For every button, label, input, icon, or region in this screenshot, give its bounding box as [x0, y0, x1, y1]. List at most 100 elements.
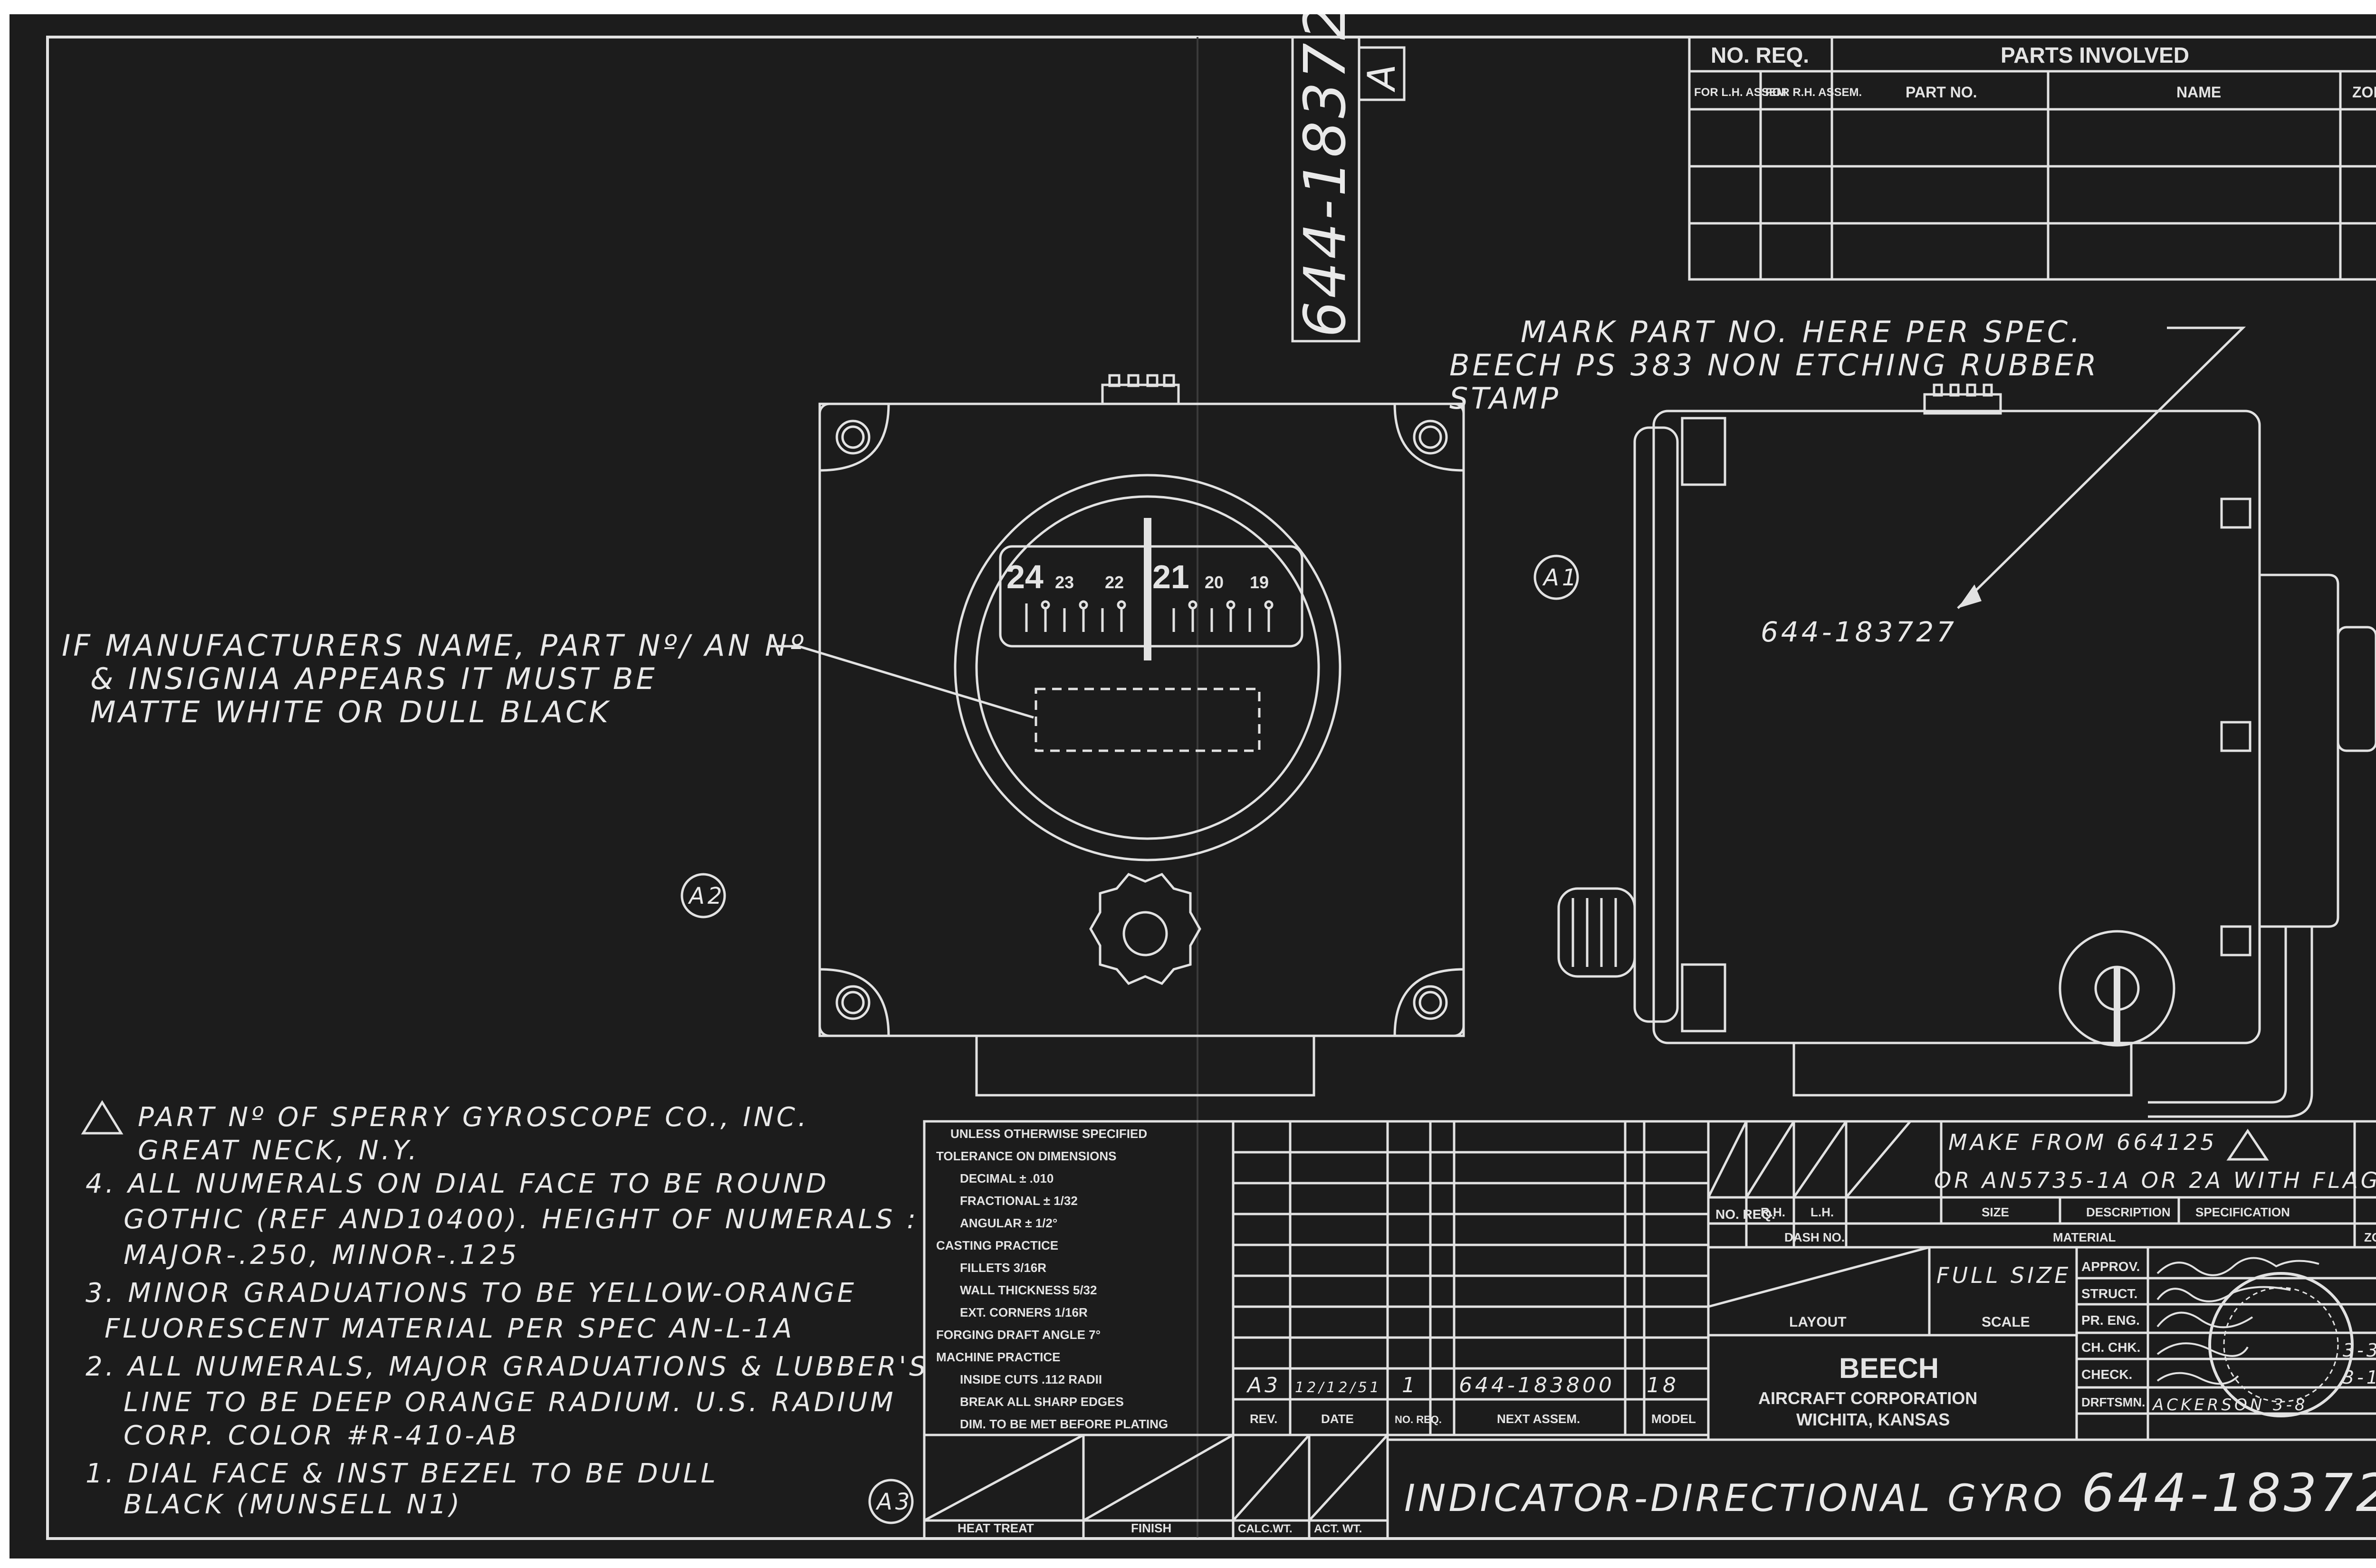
calc-wt-label: CALC.WT.: [1238, 1522, 1293, 1535]
mat-h-specification: SPECIFICATION: [2195, 1205, 2290, 1219]
tolerance-notes: UNLESS OTHERWISE SPECIFIED TOLERANCE ON …: [936, 1127, 1168, 1431]
manufacturer-line-2: & INSIGNIA APPEARS IT MUST BE: [90, 661, 658, 696]
tol-line-9: EXT. CORNERS 1/16R: [960, 1305, 1088, 1319]
approval-label-drftsmn: DRFTSMN.: [2081, 1395, 2145, 1409]
h-date: DATE: [1321, 1412, 1354, 1426]
make-from-line-1: MAKE FROM 664125: [1948, 1129, 2217, 1155]
make-from-line-2: OR AN5735-1A OR 2A WITH FLAG: [1934, 1167, 2376, 1193]
parts-involved-table: [1688, 36, 2376, 281]
h-next-assem: NEXT ASSEM.: [1497, 1412, 1580, 1426]
dial-numeral-20: 20: [1205, 573, 1224, 592]
approval-signature-struct: [2156, 1286, 2291, 1302]
ref-bubble-a3: [868, 1479, 914, 1524]
approval-signature-pr-eng: [2156, 1311, 2253, 1329]
approval-signature-approv: [2156, 1257, 2319, 1276]
no-req-header: NO. REQ.: [1711, 43, 1809, 67]
tol-line-10: FORGING DRAFT ANGLE 7°: [936, 1328, 1101, 1342]
approval-date-ch-chk: 3-30-: [2343, 1340, 2376, 1361]
front-view: [818, 374, 1465, 1097]
mark-part-line-1: MARK PART NO. HERE PER SPEC.: [1521, 315, 2083, 349]
approval-stamp-seal: [2208, 1272, 2354, 1417]
rev-flag-triangle: [2226, 1128, 2269, 1161]
tol-line-14: DIM. TO BE MET BEFORE PLATING: [960, 1417, 1168, 1431]
manufacturer-line-3: MATTE WHITE OR DULL BLACK: [90, 695, 611, 729]
approval-label-approv: APPROV.: [2081, 1259, 2140, 1274]
approval-label-struct: STRUCT.: [2081, 1286, 2137, 1301]
dial-numeral-22: 22: [1105, 573, 1124, 592]
col-for-lh: FOR L.H. ASSEM.: [1694, 86, 1789, 99]
tol-line-12: INSIDE CUTS .112 RADII: [960, 1372, 1102, 1386]
ref-a3-label: A3: [875, 1489, 912, 1515]
drawing-title: INDICATOR-DIRECTIONAL GYRO: [1404, 1477, 2065, 1520]
h-rev: REV.: [1250, 1412, 1277, 1426]
number-strip: 644-183727 A: [1291, 14, 1406, 343]
company-line-3: WICHITA, KANSAS: [1796, 1410, 1950, 1429]
parts-involved-header: PARTS INVOLVED: [2001, 43, 2189, 67]
tol-line-5: ANGULAR ± 1/2°: [960, 1216, 1057, 1230]
company-line-2: AIRCRAFT CORPORATION: [1758, 1388, 1977, 1408]
dial-numeral-24: 24: [1006, 558, 1044, 595]
dial-graduations: [1025, 600, 1274, 632]
tol-line-3: DECIMAL ± .010: [960, 1171, 1054, 1186]
note-3-line-1: 3. MINOR GRADUATIONS TO BE YELLOW-ORANGE: [86, 1278, 857, 1309]
mat-h-dash-no: DASH NO.: [1784, 1230, 1845, 1244]
model-value: 18: [1647, 1373, 1679, 1397]
rev-value: A3: [1246, 1373, 1281, 1397]
mark-part-line-3: STAMP: [1449, 381, 1561, 416]
tol-line-4: FRACTIONAL ± 1/32: [960, 1194, 1078, 1208]
approval-label-ch-chk: CH. CHK.: [2081, 1340, 2140, 1355]
note-2-line-2: LINE TO BE DEEP ORANGE RADIUM. U.S. RADI…: [124, 1387, 896, 1418]
note-4-line-1: 4. ALL NUMERALS ON DIAL FACE TO BE ROUND: [86, 1168, 829, 1199]
tol-line-2: TOLERANCE ON DIMENSIONS: [936, 1149, 1116, 1163]
full-size-value: FULL SIZE: [1936, 1262, 2071, 1288]
approval-signature-ch-chk: [2156, 1342, 2249, 1357]
tol-line-7: FILLETS 3/16R: [960, 1261, 1046, 1275]
tol-line-1: UNLESS OTHERWISE SPECIFIED: [950, 1127, 1147, 1141]
mat-h-material: MATERIAL: [2053, 1230, 2116, 1244]
note-2-line-3: CORP. COLOR #R-410-AB: [124, 1420, 519, 1451]
mat-h-no-req: NO. REQ.: [1715, 1207, 1775, 1222]
dial-numeral-19: 19: [1250, 573, 1269, 592]
rev-date-value: 12/12/51: [1295, 1379, 1382, 1396]
heat-treat-label: HEAT TREAT: [958, 1521, 1034, 1535]
next-assem-value: 644-183800: [1459, 1373, 1615, 1397]
tol-line-8: WALL THICKNESS 5/32: [960, 1283, 1097, 1297]
strip-drawing-number: 644-183727: [1293, 14, 1359, 337]
manufacturer-note: IF MANUFACTURERS NAME, PART Nº/ AN Nº & …: [62, 628, 1034, 729]
note-a-line-2: GREAT NECK, N.Y.: [138, 1135, 420, 1166]
col-zone: ZONE: [2352, 84, 2376, 101]
strip-revision-letter: A: [1360, 61, 1404, 93]
company-name: BEECH: [1839, 1352, 1939, 1384]
ref-a2-label: A2: [688, 883, 725, 909]
manufacturer-line-1: IF MANUFACTURERS NAME, PART Nº/ AN Nº: [62, 628, 806, 663]
note-1-line-2: BLACK (MUNSELL N1): [124, 1489, 462, 1520]
rev-no-req-value: 1: [1402, 1373, 1418, 1397]
mat-h-lh: L.H.: [1811, 1205, 1834, 1219]
col-for-rh: FOR R.H. ASSEM.: [1765, 86, 1862, 99]
scale-label: SCALE: [1982, 1314, 2030, 1330]
mark-part-line-2: BEECH PS 383 NON ETCHING RUBBER: [1449, 348, 2099, 382]
mat-h-size: SIZE: [1982, 1205, 2009, 1219]
ref-a1-label: A1: [1542, 564, 1579, 591]
h-model: MODEL: [1651, 1412, 1696, 1426]
mark-part-note: MARK PART NO. HERE PER SPEC. BEECH PS 38…: [1449, 315, 2246, 609]
drawing-canvas: 644-183727 A NO. REQ. PARTS INVOLVED FOR…: [46, 14, 2376, 1540]
col-part-no: PART NO.: [1906, 84, 1977, 101]
act-wt-label: ACT. WT.: [1314, 1522, 1362, 1535]
note-4-line-3: MAJOR-.250, MINOR-.125: [124, 1240, 519, 1271]
note-a-line-1: PART Nº OF SPERRY GYROSCOPE CO., INC.: [138, 1102, 809, 1133]
note-2-line-1: 2. ALL NUMERALS, MAJOR GRADUATIONS & LUB…: [86, 1351, 929, 1382]
tol-line-13: BREAK ALL SHARP EDGES: [960, 1395, 1124, 1409]
approvals-block: APPROV. STRUCT. PR. ENG. CH. CHK. CHECK.…: [2081, 1257, 2376, 1417]
blueprint-sheet: 644-183727 A NO. REQ. PARTS INVOLVED FOR…: [10, 14, 2376, 1558]
side-part-number: 644-183727: [1761, 616, 1957, 648]
note-3-line-2: FLUORESCENT MATERIAL PER SPEC AN-L-1A: [105, 1313, 795, 1344]
approval-signature-check: [2156, 1372, 2239, 1385]
ref-bubble-a1: [1533, 555, 1579, 600]
approval-label-pr-eng: PR. ENG.: [2081, 1313, 2140, 1328]
col-name: NAME: [2176, 84, 2221, 101]
title-block-grid: [923, 1120, 2376, 1540]
note-1-line-1: 1. DIAL FACE & INST BEZEL TO BE DULL: [86, 1458, 719, 1489]
general-notes: PART Nº OF SPERRY GYROSCOPE CO., INC. GR…: [81, 1100, 929, 1520]
note-4-line-2: GOTHIC (REF AND10400). HEIGHT OF NUMERAL…: [124, 1204, 919, 1235]
